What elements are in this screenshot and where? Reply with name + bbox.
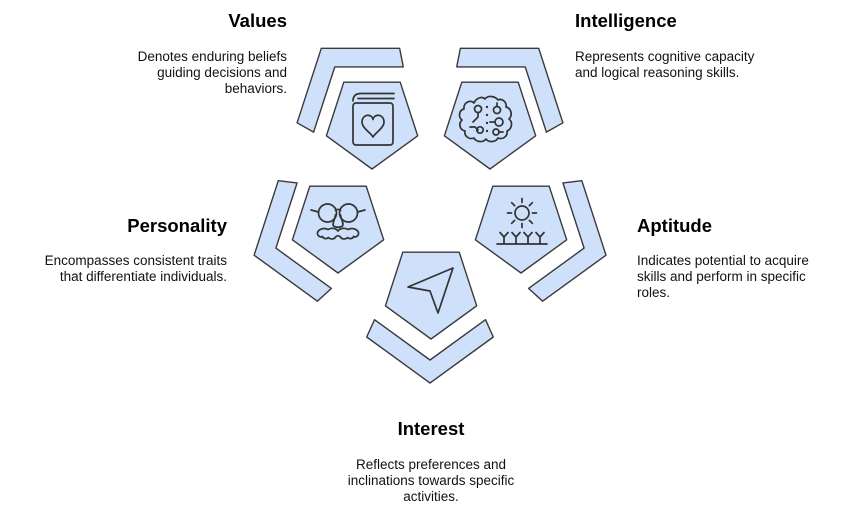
interest-description: Reflects preferences and inclinations to… (347, 457, 515, 504)
circuit-dot (485, 105, 489, 109)
glasses-bridge (334, 208, 342, 212)
arrow-outline (407, 267, 454, 314)
mustache (316, 227, 360, 240)
interest-title: Interest (397, 418, 465, 439)
brain-circuit-icon (458, 95, 513, 143)
book-pages (352, 92, 395, 102)
intelligence-pentagon (443, 81, 537, 170)
circuit-dot (485, 113, 489, 117)
nose (332, 214, 344, 229)
seedlings (499, 231, 545, 245)
intelligence-chevron-band (456, 47, 564, 133)
sun-seedlings-icon (496, 197, 548, 245)
personality-title: Personality (127, 215, 227, 236)
book-heart-icon (352, 92, 395, 146)
intelligence-title: Intelligence (575, 10, 677, 31)
sun-circle (514, 205, 530, 221)
navigation-arrow-icon (407, 267, 454, 314)
book-cover (352, 102, 394, 146)
interest-chevron-band (366, 319, 494, 384)
circuit-dot (485, 129, 489, 133)
values-title: Values (228, 10, 287, 31)
circuit-node (475, 125, 485, 135)
intelligence-description: Represents cognitive capacity and logica… (575, 49, 755, 80)
circuit-dot (485, 121, 489, 125)
sun-rays (506, 197, 538, 229)
circuit-trace (472, 111, 479, 123)
values-pentagon (325, 81, 419, 170)
aptitude-chevron-band (527, 179, 607, 302)
personality-description: Encompasses consistent traits that diffe… (44, 253, 227, 284)
values-description: Denotes enduring beliefs guiding decisio… (137, 49, 287, 96)
aptitude-pentagon (474, 185, 568, 274)
groucho-glasses-icon (310, 203, 366, 240)
glasses-temples (310, 209, 366, 213)
left-lens (317, 203, 338, 223)
values-chevron-band (296, 47, 404, 133)
brain-outline (458, 95, 513, 143)
personality-chevron-band (253, 179, 333, 302)
aptitude-description: Indicates potential to acquire skills an… (637, 253, 809, 300)
heart-shape (361, 114, 385, 138)
right-lens (338, 203, 359, 223)
aptitude-title: Aptitude (637, 215, 713, 236)
